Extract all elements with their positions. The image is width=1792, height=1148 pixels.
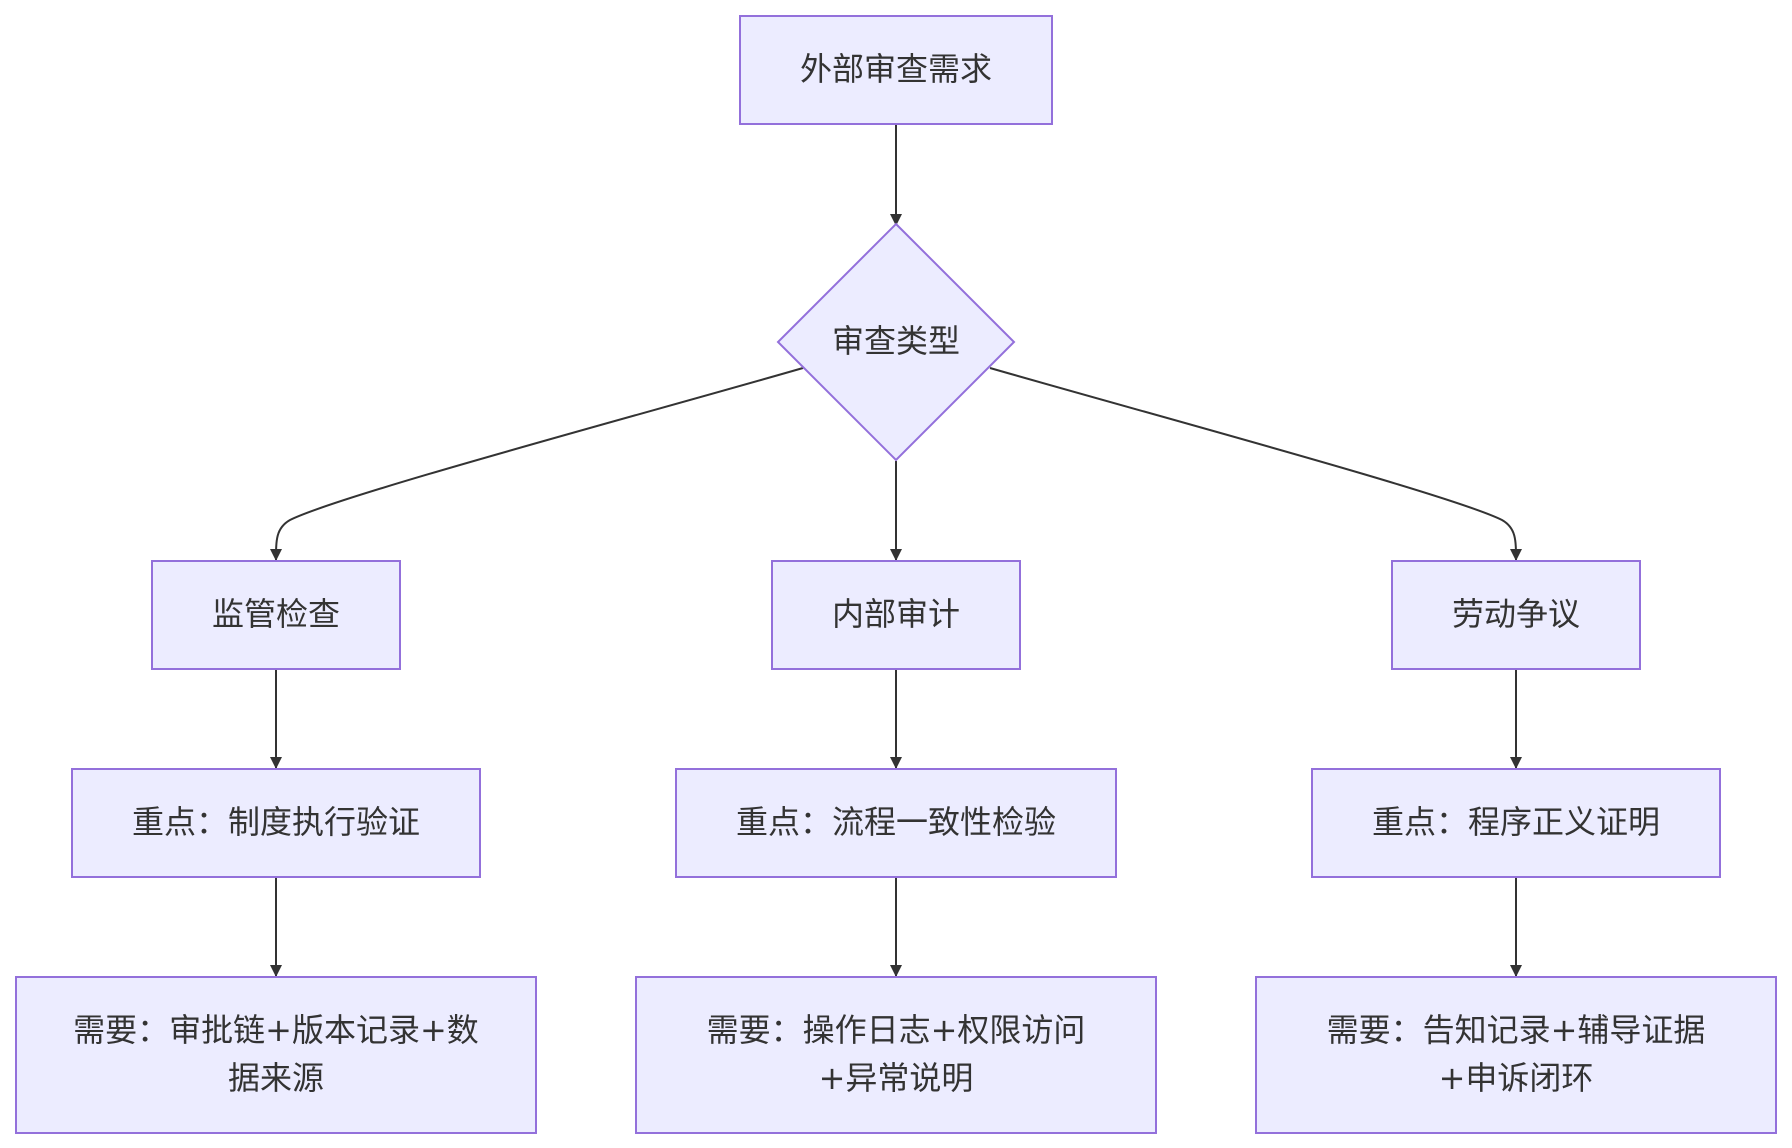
node-need-labor-line1: 需要：告知记录+辅导证据	[1327, 1011, 1706, 1049]
node-decision: 审查类型	[776, 222, 1016, 462]
node-need-regulatory-line2: 据来源	[228, 1059, 324, 1097]
edges	[270, 125, 1522, 977]
node-need-regulatory: 需要：审批链+版本记录+数 据来源	[15, 976, 537, 1134]
node-need-regulatory-line1: 需要：审批链+版本记录+数	[73, 1011, 479, 1049]
node-labor-label: 劳动争议	[1452, 595, 1580, 633]
node-focus-regulatory: 重点：制度执行验证	[71, 768, 481, 878]
node-need-internal-line1: 需要：操作日志+权限访问	[707, 1011, 1086, 1049]
edge-decision-to-regulatory	[270, 367, 804, 561]
node-need-labor: 需要：告知记录+辅导证据 +申诉闭环	[1255, 976, 1777, 1134]
node-labor: 劳动争议	[1391, 560, 1641, 670]
node-need-internal: 需要：操作日志+权限访问 +异常说明	[635, 976, 1157, 1134]
node-focus-labor-label: 重点：程序正义证明	[1372, 803, 1660, 841]
node-internal-label: 内部审计	[832, 595, 960, 633]
node-decision-label: 审查类型	[832, 322, 960, 360]
node-start: 外部审查需求	[739, 15, 1053, 125]
node-internal: 内部审计	[771, 560, 1021, 670]
node-need-labor-line2: +申诉闭环	[1439, 1059, 1594, 1097]
node-start-label: 外部审查需求	[800, 50, 992, 88]
node-regulatory: 监管检查	[151, 560, 401, 670]
edge-decision-to-labor	[989, 367, 1522, 561]
node-focus-labor: 重点：程序正义证明	[1311, 768, 1721, 878]
node-need-internal-line2: +异常说明	[819, 1059, 974, 1097]
node-focus-internal-label: 重点：流程一致性检验	[736, 803, 1056, 841]
node-regulatory-label: 监管检查	[212, 595, 340, 633]
node-focus-regulatory-label: 重点：制度执行验证	[132, 803, 420, 841]
node-focus-internal: 重点：流程一致性检验	[675, 768, 1117, 878]
